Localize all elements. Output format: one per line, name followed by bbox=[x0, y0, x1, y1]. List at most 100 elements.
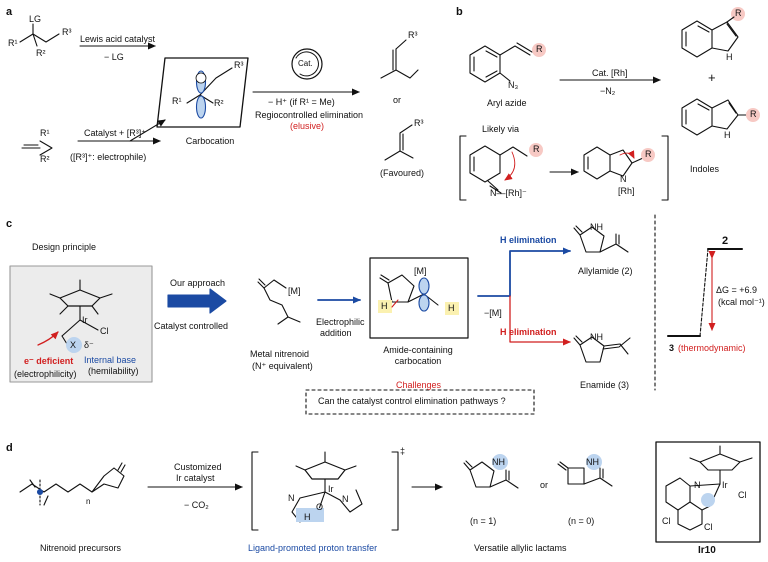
amide-carbocation-structure bbox=[378, 274, 459, 315]
ts-n-label: N bbox=[288, 493, 295, 503]
lg-label: LG bbox=[29, 14, 42, 24]
lactam-four-membered bbox=[557, 454, 613, 487]
cat-rh-label: Cat. [Rh] bbox=[592, 68, 628, 78]
rh-nitrenoid-label: N—[Rh]⁻ bbox=[490, 188, 527, 198]
h-elim-top-label: H elimination bbox=[500, 235, 557, 245]
or-label-d: or bbox=[540, 480, 549, 490]
carbocation-box bbox=[369, 257, 469, 339]
h-elim-bottom-label: H elimination bbox=[500, 327, 557, 337]
minus-m-label: −[M] bbox=[484, 308, 502, 318]
e-deficient-label: e⁻ deficient bbox=[24, 356, 74, 366]
panel-a-substrate-lg bbox=[19, 23, 60, 47]
n3-label: N₃ bbox=[508, 80, 519, 90]
delta-label: δ⁻ bbox=[84, 340, 94, 350]
aryl-azide-structure bbox=[469, 42, 546, 83]
catalyst-r3-label: Catalyst + [R³]⁺ bbox=[84, 128, 147, 138]
ts-bracket-right bbox=[391, 451, 399, 531]
ts-ir-label: Ir bbox=[328, 484, 334, 494]
hemilability-label: (hemilability) bbox=[88, 366, 139, 376]
n-subscript: n bbox=[86, 497, 91, 506]
regio-label: Regiocontrolled elimination bbox=[255, 110, 364, 120]
metal-nitrenoid-structure bbox=[257, 278, 301, 325]
allylamide-nh: NH bbox=[590, 222, 603, 232]
arrow-alkene-up bbox=[129, 119, 166, 142]
design-principle-label: Design principle bbox=[32, 242, 97, 252]
carbocation-r2: R² bbox=[214, 98, 224, 108]
electrophilic-label: Electrophilic bbox=[316, 317, 365, 327]
r3-label: R³ bbox=[62, 27, 72, 37]
panel-label-b: b bbox=[456, 6, 463, 18]
carbocation-r3: R³ bbox=[234, 60, 244, 70]
product-top-r3: R³ bbox=[408, 30, 418, 40]
allylamide-label: Allylamide (2) bbox=[578, 266, 633, 276]
lactam5-nh: NH bbox=[492, 457, 505, 467]
indolinyl-cation-intermediate bbox=[583, 146, 655, 180]
azide-r: R bbox=[536, 44, 543, 54]
likely-via-label: Likely via bbox=[482, 124, 520, 134]
carbocation-plane bbox=[156, 57, 249, 128]
allylamide-structure bbox=[573, 225, 629, 253]
indole1-h: H bbox=[726, 52, 733, 62]
plus-label: + bbox=[708, 70, 716, 85]
lactam-five-membered bbox=[463, 454, 519, 489]
int2-rh: [Rh] bbox=[618, 186, 635, 196]
design-principle-box bbox=[9, 265, 153, 383]
carbocation-r1: R¹ bbox=[172, 96, 182, 106]
r2-label: R² bbox=[36, 48, 46, 58]
ir-catalyst-label: Ir catalyst bbox=[176, 473, 215, 483]
panel-label-a: a bbox=[6, 6, 13, 18]
nitrenoid-m-label: [M] bbox=[288, 286, 301, 296]
indole1-r: R bbox=[735, 8, 742, 18]
addition-label: addition bbox=[320, 328, 352, 338]
ts-dagger: ‡ bbox=[400, 446, 406, 456]
or-label-a: or bbox=[393, 95, 402, 105]
ir10-cl-b: Cl bbox=[704, 522, 713, 532]
branch-arrow-bottom bbox=[509, 295, 571, 346]
aryl-azide-label: Aryl azide bbox=[487, 98, 527, 108]
rh-nitrenoid-intermediate bbox=[469, 143, 543, 194]
ir10-box bbox=[655, 441, 761, 543]
minus-n2-label: −N₂ bbox=[600, 86, 616, 96]
minus-co2-label: − CO₂ bbox=[184, 500, 209, 510]
ir10-cl-a: Cl bbox=[662, 516, 671, 526]
ir10-n-label: N bbox=[694, 480, 701, 490]
int1-r: R bbox=[533, 144, 540, 154]
units-label: (kcal mol⁻¹) bbox=[718, 297, 765, 307]
energy-connector bbox=[699, 248, 709, 337]
int2-n: N bbox=[620, 174, 627, 184]
ts-h-label: H bbox=[304, 512, 311, 522]
favoured-label: (Favoured) bbox=[380, 168, 425, 178]
int2-r: R bbox=[645, 149, 652, 159]
ligand-promoted-label: Ligand-promoted proton transfer bbox=[248, 543, 378, 553]
lewis-acid-label: Lewis acid catalyst bbox=[80, 34, 156, 44]
challenges-box bbox=[305, 389, 535, 415]
r1-label: R¹ bbox=[8, 38, 18, 48]
challenges-question: Can the catalyst control elimination pat… bbox=[318, 396, 506, 406]
metal-nitrenoid-label: Metal nitrenoid bbox=[250, 349, 310, 359]
minus-lg-label: − LG bbox=[104, 52, 124, 62]
thermodynamic-label: (thermodynamic) bbox=[678, 343, 746, 353]
our-approach-label: Our approach bbox=[170, 278, 226, 288]
internal-base-label: Internal base bbox=[84, 355, 137, 365]
electrophilicity-label: (electrophilicity) bbox=[14, 369, 77, 379]
alkene-r1: R¹ bbox=[40, 128, 50, 138]
cat-label: Cat. bbox=[298, 59, 313, 68]
delta-g-label: ΔG = +6.9 bbox=[716, 285, 758, 295]
product-terminal-alkene bbox=[380, 39, 419, 79]
indole2-h: H bbox=[724, 130, 731, 140]
ts-bracket-left bbox=[251, 451, 259, 531]
bracket-left bbox=[459, 135, 467, 201]
panel-label-c: c bbox=[6, 218, 13, 230]
enamide-nh: NH bbox=[590, 332, 603, 342]
ts-o-label: O bbox=[316, 502, 324, 512]
transition-state-structure bbox=[291, 451, 363, 523]
branch-arrow-top bbox=[477, 247, 571, 297]
indole-2-substituted bbox=[681, 98, 760, 136]
cat-cycle-arrow-icon bbox=[295, 51, 319, 77]
ir10-structure bbox=[665, 445, 753, 531]
panel-a-alkene bbox=[21, 140, 53, 156]
indole-3-substituted bbox=[681, 7, 745, 58]
intermediate-m-label: [M] bbox=[414, 266, 427, 276]
h-left-label: H bbox=[381, 301, 388, 311]
